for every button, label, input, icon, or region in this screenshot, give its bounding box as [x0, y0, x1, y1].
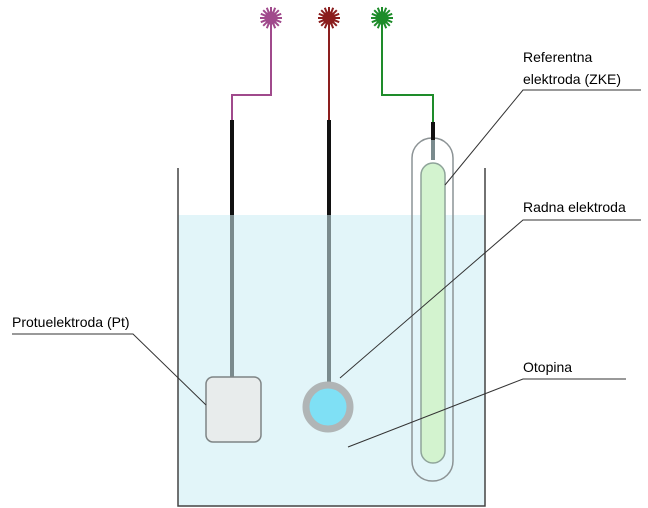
counter-leader-line — [12, 333, 207, 406]
beaker — [177, 168, 486, 507]
reference-label-line2: elektroda (ZKE) — [523, 71, 621, 87]
counter-electrode-plate — [205, 376, 262, 443]
counter-terminal-icon — [259, 6, 283, 30]
reference-inner-tube — [420, 162, 446, 464]
reference-label-line1: Referentna — [523, 49, 592, 65]
reference-leader-line — [444, 89, 641, 186]
counter-wire — [231, 26, 272, 120]
reference-electrode — [370, 6, 454, 482]
solution-label: Otopina — [523, 359, 572, 375]
working-leader-line — [339, 219, 641, 379]
working-label: Radna elektroda — [523, 199, 626, 215]
solution-leader-line — [347, 378, 626, 448]
working-electrode-disc — [302, 381, 354, 433]
working-terminal-icon — [317, 6, 341, 30]
reference-wire — [381, 26, 434, 122]
counter-electrode — [205, 6, 283, 443]
reference-terminal-icon — [370, 6, 394, 30]
working-electrode — [302, 6, 354, 433]
counter-label: Protuelektroda (Pt) — [12, 314, 130, 330]
